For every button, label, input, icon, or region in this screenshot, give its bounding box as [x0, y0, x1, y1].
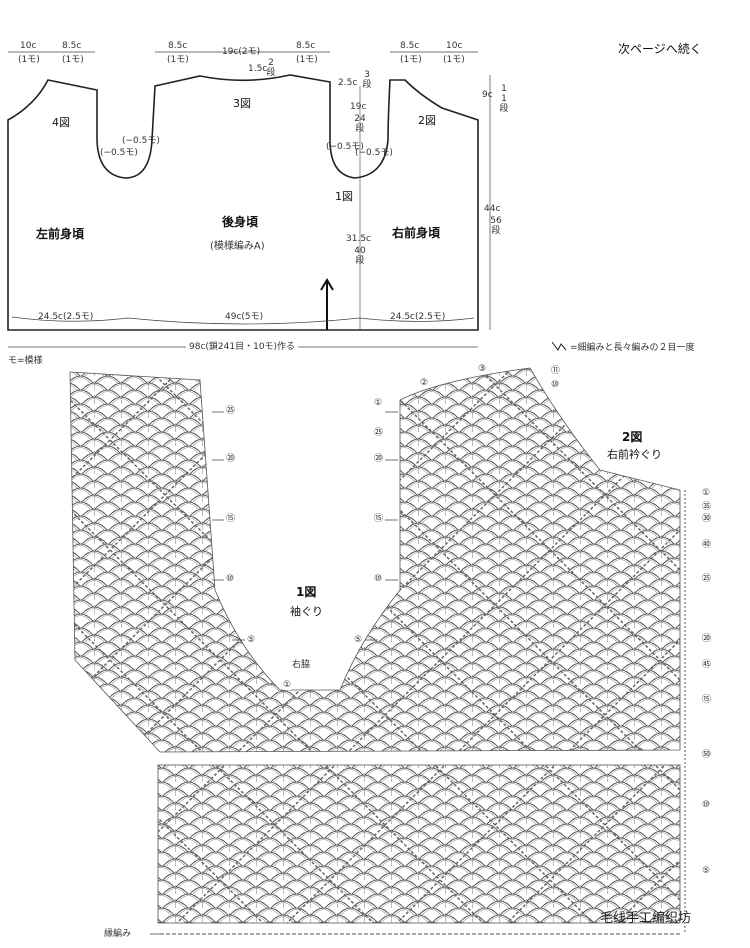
row-mark-mid-20: ⑳ — [374, 454, 384, 464]
watermark: 毛线手工编织坊 — [600, 911, 692, 926]
armhole-dim-b: 19c — [350, 102, 367, 112]
dim-left-85: 8.5c — [62, 41, 82, 51]
armhole-dim-c-rows: 40段 — [354, 246, 366, 266]
bottom-dim-left: 24.5c(2.5モ) — [38, 312, 94, 322]
dim-right-85-rows: (1モ) — [400, 55, 422, 65]
chart-fig2-sub: 右前衿ぐり — [605, 446, 664, 462]
row-mark-right-5: ⑤ — [702, 866, 711, 876]
chart-top-mark-10: ⑩ — [551, 380, 560, 390]
decrease-r2: (−0.5モ) — [355, 148, 393, 158]
chart-top-mark-11: ⑪ — [551, 366, 561, 376]
decrease-l2: (−0.5モ) — [100, 148, 138, 158]
row-mark-mid-10: ⑩ — [374, 574, 383, 584]
row-mark-right-25: ㉕ — [702, 574, 712, 584]
row-mark-right-40: ㊵ — [702, 540, 712, 550]
dim-mid-85-l: 8.5c — [168, 41, 188, 51]
armhole-dim-a-rows: 3段 — [362, 70, 372, 90]
armhole-dim-b-rows: 24段 — [354, 114, 366, 134]
decrease-r1: (−0.5モ) — [326, 142, 364, 152]
dim-left-85-rows: (1モ) — [62, 55, 84, 65]
side-dim-full-rows: 56段 — [490, 216, 502, 236]
row-mark-mid-25: ㉕ — [374, 428, 384, 438]
panel-back: 後身頃 — [222, 215, 259, 229]
panel-back-pattern: (模様編みA) — [210, 241, 265, 252]
chart-fig1-title: 1図 — [294, 583, 319, 600]
row-mark-right-35: ㉟ — [702, 502, 712, 512]
dim-left-10-rows: (1モ) — [18, 55, 40, 65]
fig2-label: 2図 — [418, 114, 436, 127]
bottom-dim-total: 98c(鎖241目・10モ)作る — [186, 342, 299, 352]
row-mark-left-10: ⑩ — [226, 574, 235, 584]
side-dim-top: 9c — [482, 90, 493, 100]
panel-left-front: 左前身頃 — [36, 227, 85, 241]
row-mark-left-20: ⑳ — [226, 454, 236, 464]
chart-fig1-sub: 袖ぐり — [288, 603, 325, 619]
row-mark-right-50: ㊿ — [702, 750, 712, 760]
side-dim-top-rows: 11段 — [499, 84, 509, 114]
chart-top-mark-2: ② — [420, 378, 429, 388]
row-mark-mid-1: ① — [374, 398, 383, 408]
neck-rows: 2段 — [266, 58, 276, 78]
row-mark-mid-5: ⑤ — [354, 635, 363, 645]
dim-right-85: 8.5c — [400, 41, 420, 51]
chart-top-mark-3: ③ — [478, 364, 487, 374]
decrease-l1: (−0.5モ) — [122, 136, 160, 146]
dim-mid-19: 19c(2モ) — [222, 47, 261, 57]
bottom-dim-mid: 49c(5モ) — [225, 312, 264, 322]
armhole-dim-c: 31.5c — [346, 234, 371, 244]
continue-note: 次ページへ続く — [618, 42, 702, 56]
dim-mid-85-r: 8.5c — [296, 41, 316, 51]
bottom-dim-right: 24.5c(2.5モ) — [390, 312, 446, 322]
side-dim-full: 44c — [484, 204, 501, 214]
chart-fig2-title: 2図 — [620, 428, 645, 445]
row-mark-right-30: ㉚ — [702, 514, 712, 524]
neck-dim: 1.5c — [248, 64, 268, 74]
dim-mid-85-l-rows: (1モ) — [167, 55, 189, 65]
row-mark-right-1: ① — [702, 488, 711, 498]
row-mark-left-25: ㉕ — [226, 406, 236, 416]
row-mark-right-45: ㊺ — [702, 660, 712, 670]
fig1-label: 1図 — [335, 190, 353, 203]
row-mark-left-5: ⑤ — [247, 635, 256, 645]
panel-right-front: 右前身頃 — [392, 226, 441, 240]
chart-edge: 縁編み — [104, 929, 132, 939]
chart-side-seam: 右脇 — [292, 660, 311, 670]
dim-mid-85-r-rows: (1モ) — [296, 55, 318, 65]
dim-right-10: 10c — [446, 41, 463, 51]
fig4-label: 4図 — [52, 116, 70, 129]
row-mark-left-15: ⑮ — [226, 514, 236, 524]
unit-note: モ=模様 — [8, 356, 43, 366]
garment-outline — [7, 74, 479, 331]
row-mark-right-15: ⑮ — [702, 695, 712, 705]
dim-right-10-rows: (1モ) — [443, 55, 465, 65]
chart-fig1-mark: ① — [283, 680, 292, 690]
dim-left-10: 10c — [20, 41, 37, 51]
row-mark-right-20: ⑳ — [702, 634, 712, 644]
row-mark-right-10: ⑩ — [702, 800, 711, 810]
decrease-note: =細編みと長々編みの２目一度 — [570, 343, 695, 353]
armhole-dim-a: 2.5c — [338, 78, 358, 88]
row-mark-mid-15: ⑮ — [374, 514, 384, 524]
fig3-label: 3図 — [233, 97, 251, 110]
